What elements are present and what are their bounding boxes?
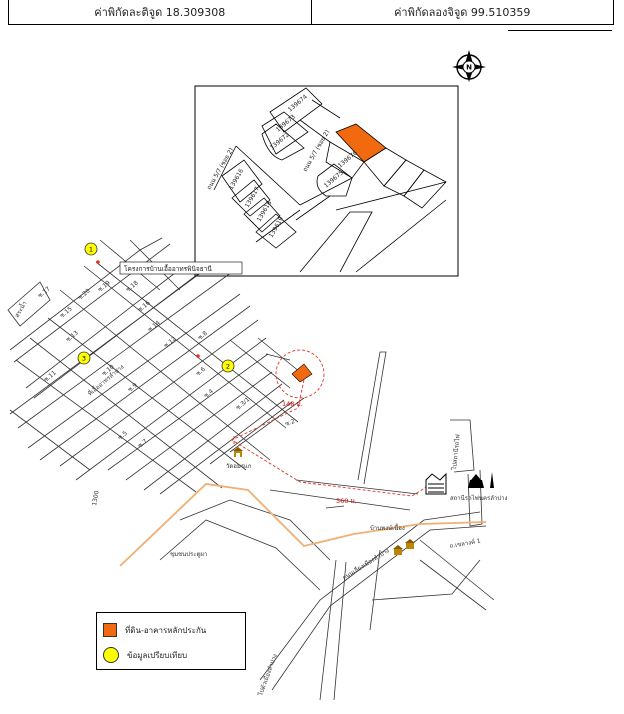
- road-to-center-label: ถ.เขลางค์ 1: [449, 537, 481, 550]
- pond-label: สระน้ำ: [11, 299, 28, 319]
- legend-row-comparable: ข้อมูลเปรียบเทียบ: [103, 647, 187, 663]
- station-road-label: ไปสถานีรถไฟ: [450, 434, 462, 471]
- temple-icon: [233, 447, 243, 457]
- soi-label: ซ.8: [197, 330, 209, 342]
- comparable-point: [96, 260, 100, 264]
- soi-label: ซ.15: [59, 305, 74, 319]
- project-label-box: [119, 261, 243, 275]
- comparable-swatch: [103, 647, 119, 663]
- latitude-cell: ค่าพิกัดละติจูด 18.309308: [9, 0, 311, 24]
- coordinates-bar: ค่าพิกัดละติจูด 18.309308 ค่าพิกัดลองจิจ…: [8, 0, 614, 25]
- marker-number: 2: [226, 363, 230, 371]
- east-roads: [159, 351, 495, 701]
- comparable-marker: 3: [77, 351, 91, 365]
- railway-shrine-icon: [468, 472, 494, 488]
- soi-label: ซ.5: [117, 430, 129, 442]
- collateral-highlight: [275, 349, 325, 399]
- route-line: [231, 379, 429, 497]
- distance-360: 360 ม.: [336, 497, 357, 505]
- soi-label: ซ.16: [137, 299, 152, 313]
- soi-label: ซ.12: [163, 335, 178, 349]
- marker-number: 3: [82, 355, 86, 363]
- legend-collateral-label: ที่ดิน-อาคารหลักประกัน: [125, 625, 207, 635]
- longitude-label: ค่าพิกัดลองจิจูด 99.510359: [394, 6, 531, 19]
- pond-outline: [7, 281, 51, 327]
- road-1300-label: 1300: [91, 490, 101, 506]
- soi-label: ซ.7: [137, 438, 149, 450]
- comparable-point: [196, 354, 200, 358]
- community-icon: [393, 545, 403, 555]
- soi-label: ซ.9: [127, 382, 139, 394]
- soi-label: ซ.14: [147, 319, 162, 333]
- comparable-marker: 1: [84, 242, 98, 256]
- legend-comparable-label: ข้อมูลเปรียบเทียบ: [127, 650, 188, 660]
- inset-map: 139674 139673 139672 139676 139675 13961…: [194, 85, 459, 277]
- collateral-swatch: [103, 623, 117, 637]
- marker-number: 1: [89, 246, 93, 254]
- soi-label: ซ.4: [203, 388, 215, 400]
- north-arrow-icon: N: [452, 50, 486, 82]
- map-legend: ที่ดิน-อาคารหลักประกัน ข้อมูลเปรียบเทียบ: [96, 612, 246, 670]
- longitude-cell: ค่าพิกัดลองจิจูด 99.510359: [310, 0, 614, 24]
- soi-label: ซ.13: [65, 329, 80, 343]
- soi-label: ซ.2: [284, 418, 296, 428]
- comparable-marker: 2: [221, 359, 235, 373]
- community-label: บ้านพงษ์เนื้อง: [370, 522, 405, 532]
- divider: [508, 30, 612, 31]
- project-label: โครงการบ้านเอื้ออาทรพินิจธานี: [124, 264, 212, 273]
- latitude-label: ค่าพิกัดละติจูด 18.309308: [94, 6, 226, 19]
- soi-label: ซ.20: [77, 287, 92, 301]
- main-road: [119, 483, 487, 567]
- soi-label: ซ.6: [195, 366, 207, 378]
- distance-148: 148 ม.: [282, 400, 303, 408]
- road-to-town-label: ไปตัวเมืองลำปาง: [256, 653, 279, 698]
- station-icon: [425, 472, 447, 495]
- legend-row-collateral: ที่ดิน-อาคารหลักประกัน: [103, 623, 206, 637]
- community-icon: [405, 539, 415, 549]
- soi-labels: ซ.20 ซ.19 ซ.18 ซ.17 ซ.16 ซ.15 ซ.14 ซ.13 …: [37, 279, 296, 449]
- market-label: ชุมชนประตูผา: [170, 551, 207, 558]
- road-to-airport-label: ถนนเลี่ยงเมืองลำปาง: [341, 546, 391, 581]
- north-letter: N: [466, 64, 472, 72]
- collateral-marker: [291, 363, 313, 383]
- temple-label: วัดอมรแก: [226, 463, 252, 470]
- station-label: สถานีรถไฟนครลำปาง: [450, 494, 507, 502]
- soi-label: ซ.17: [37, 285, 52, 299]
- soi-label: ซ.18: [125, 279, 140, 293]
